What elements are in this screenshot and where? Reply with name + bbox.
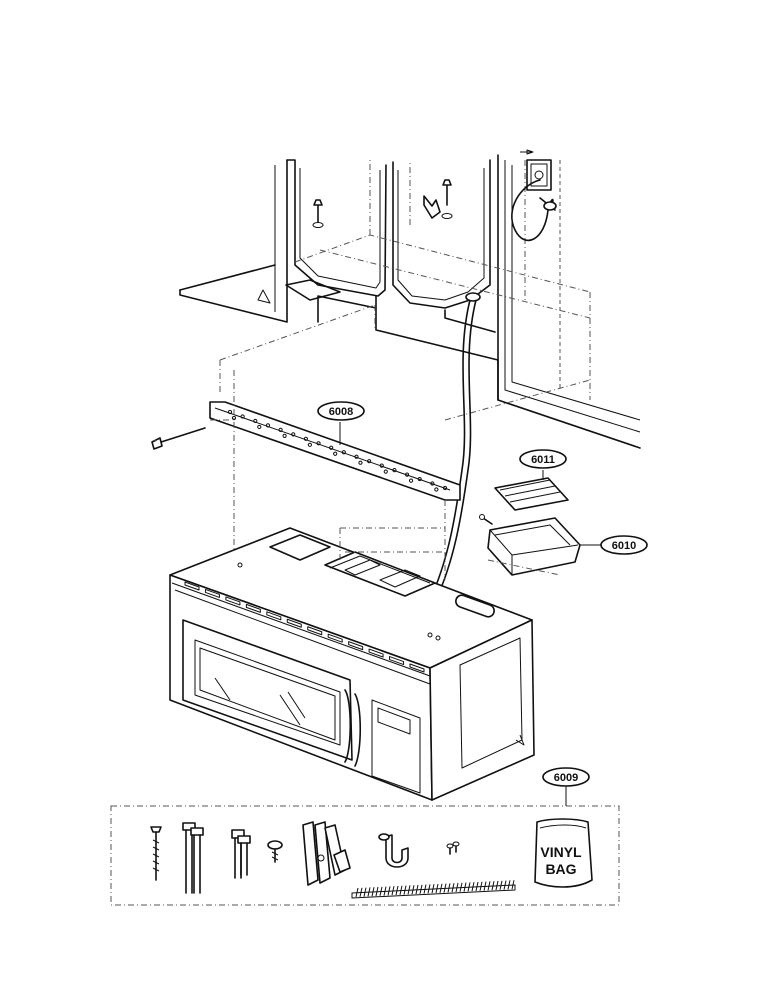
label-6008-text: 6008 [329, 406, 353, 418]
cabinet-screws [312, 179, 453, 228]
microwave-oven [169, 527, 535, 801]
hardware-kit: VINYL BAG [110, 786, 620, 906]
long-bolts [182, 822, 204, 894]
mounting-plate [151, 305, 461, 580]
duct-adaptor [479, 514, 601, 576]
label-6009-text: 6009 [554, 772, 578, 784]
vinyl-bag-line1: VINYL [540, 844, 582, 860]
label-6010: 6010 [600, 535, 648, 555]
wall-outlet [520, 149, 552, 191]
vinyl-bag: VINYL BAG [534, 818, 593, 888]
wood-screw [150, 826, 162, 881]
label-6008: 6008 [317, 401, 365, 421]
vinyl-bag-line2: BAG [545, 861, 576, 877]
spacer-strip [351, 880, 516, 899]
label-6010-text: 6010 [612, 540, 636, 552]
small-screws [446, 841, 460, 855]
toggle-wings [302, 821, 351, 886]
cord-clamp [378, 833, 409, 868]
vent-damper [494, 470, 569, 511]
power-cord [429, 179, 557, 601]
label-6009: 6009 [542, 767, 590, 787]
tapping-screw [267, 840, 283, 863]
label-6011: 6011 [519, 449, 567, 469]
machine-bolts [231, 829, 251, 879]
wall-cabinets [179, 154, 641, 449]
label-6011-text: 6011 [531, 454, 555, 466]
